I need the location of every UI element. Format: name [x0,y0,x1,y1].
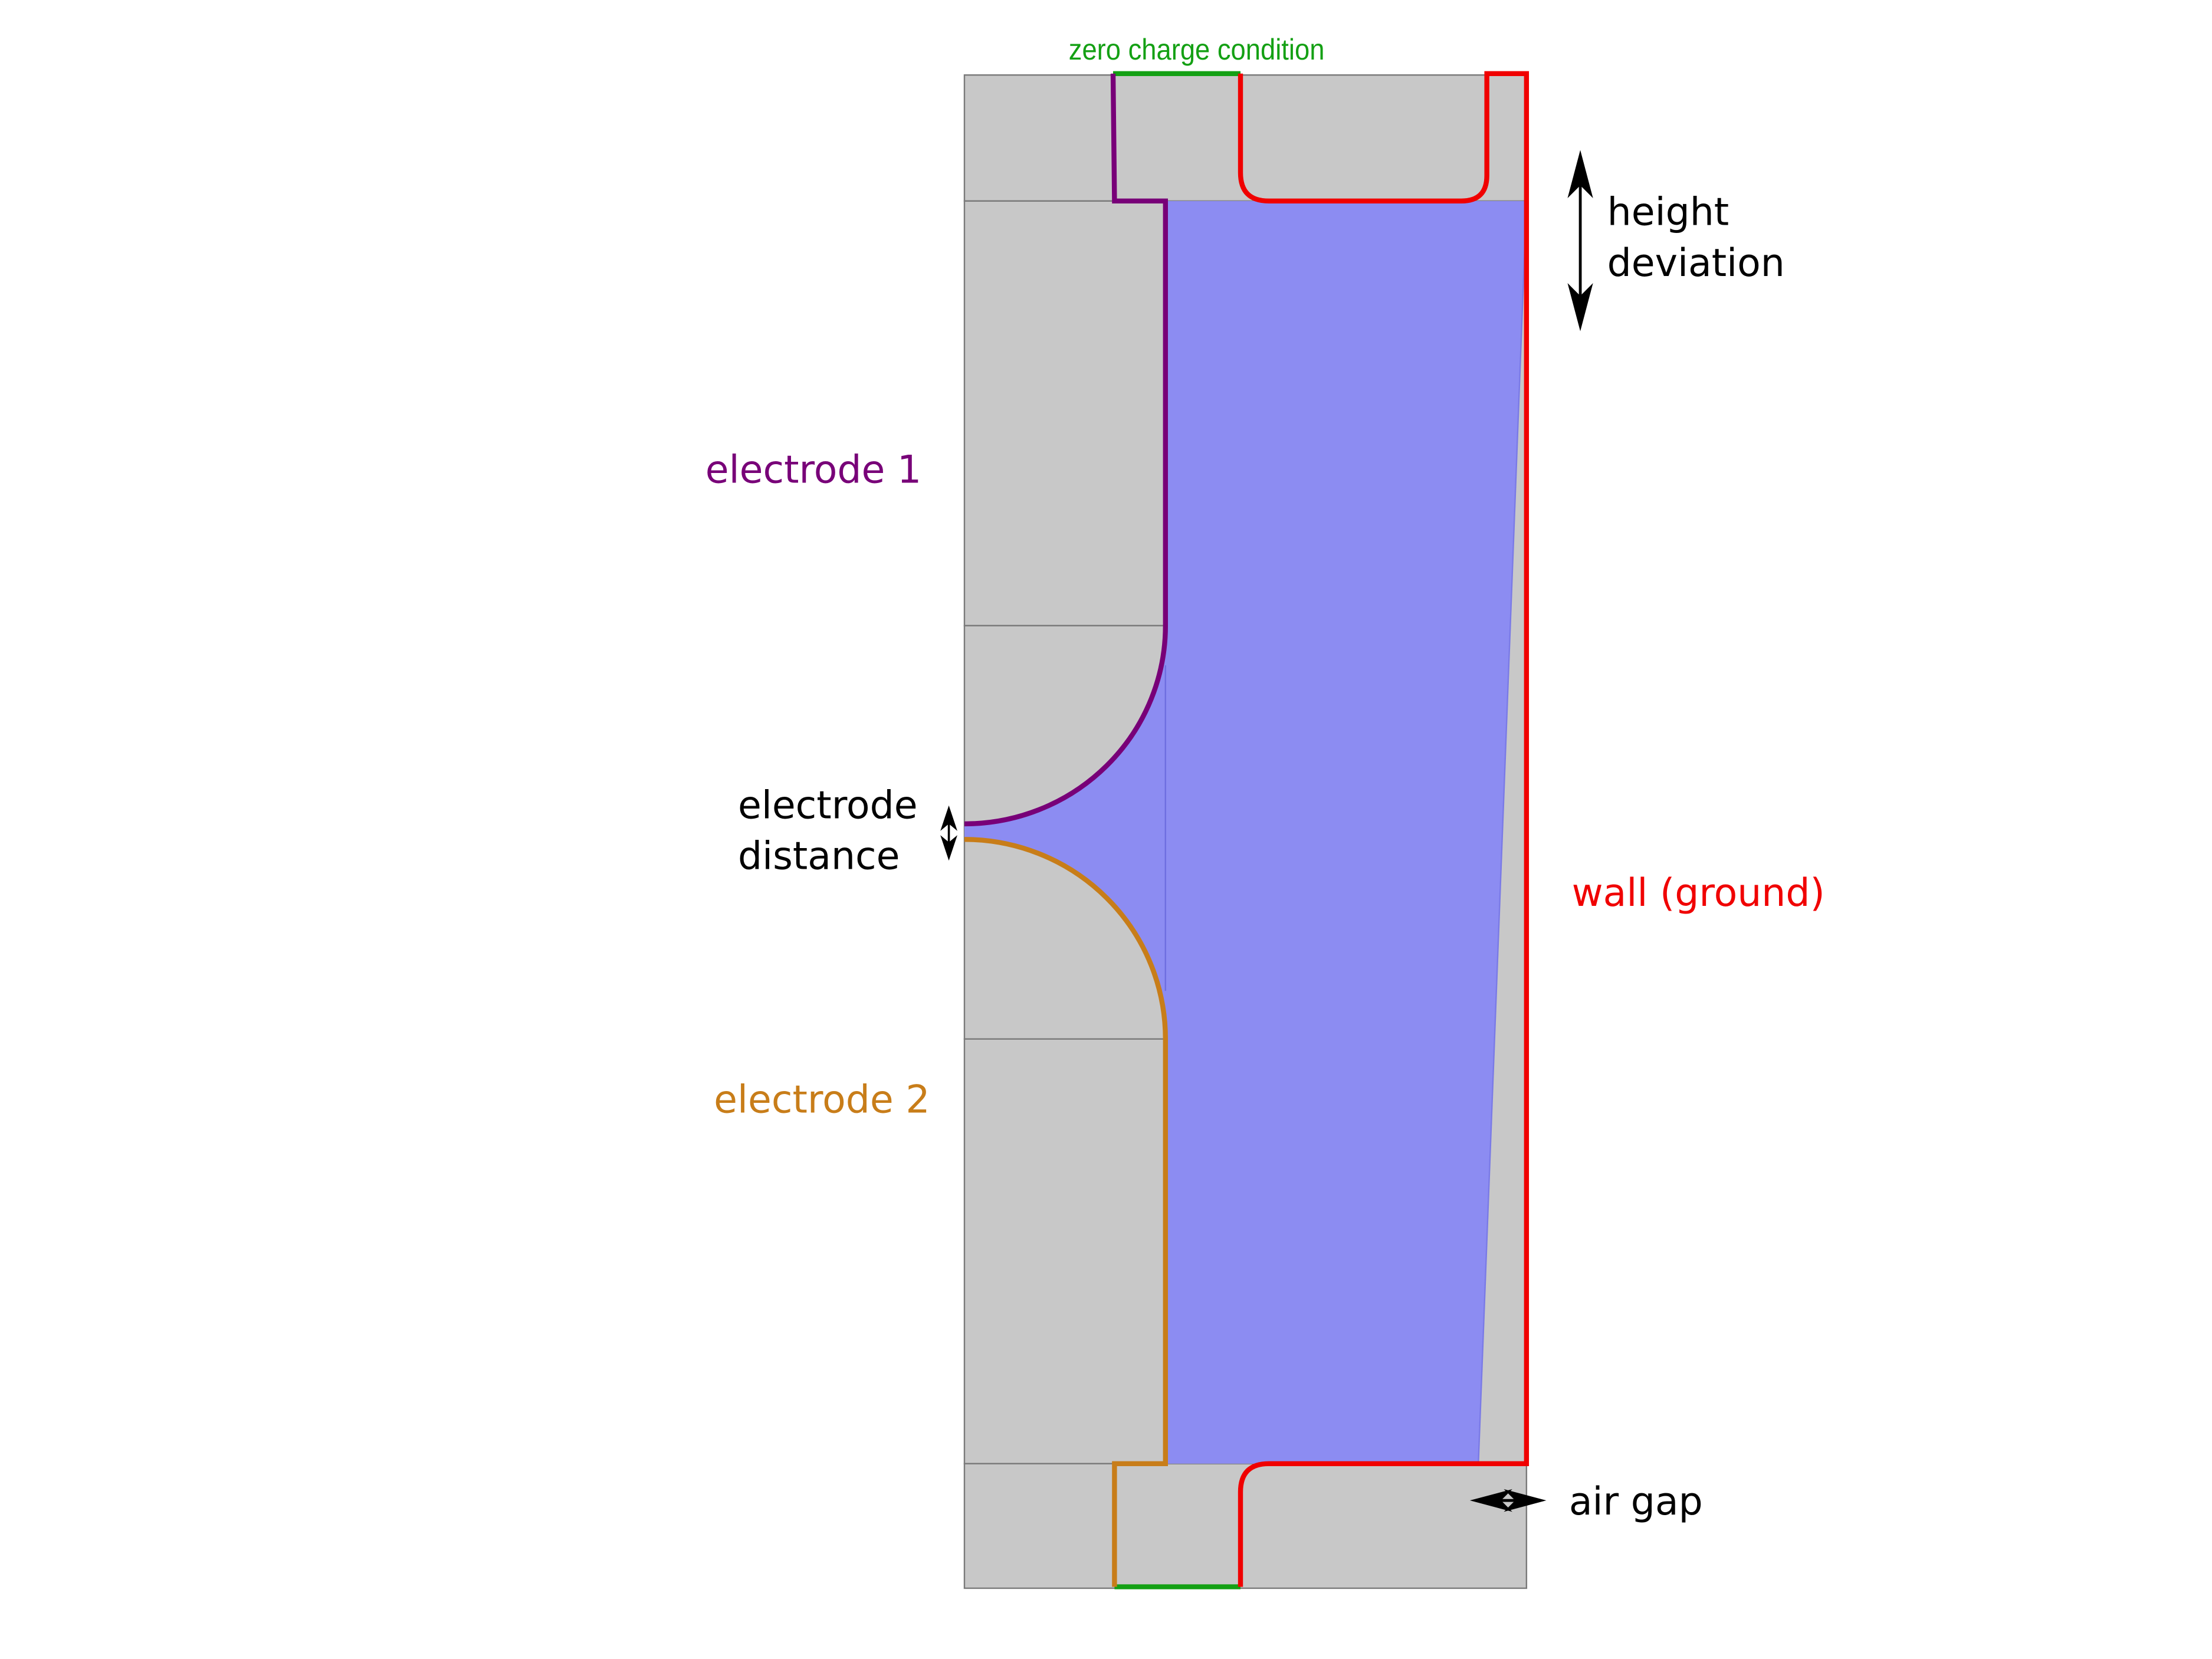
electrode2-boundary [964,837,1169,1587]
upper-left-block [963,200,1167,627]
electrode1-boundary [964,73,1169,827]
height-deviation-label-line1: height [1607,190,1729,235]
fluid-region [964,201,1527,1464]
fluid-wall-boundary [1478,201,1528,1464]
wall-boundary [1238,71,1530,1587]
top-cap-block [963,74,1528,202]
electrode-distance-arrow-icon [940,805,957,861]
lower-left-block [963,1038,1167,1464]
electrode2-label: electrode 2 [714,1078,930,1122]
electrode-distance-label-line2: distance [738,835,900,879]
electrode1-label: electrode 1 [705,448,921,492]
air-gap-arrow-icon [1469,1489,1547,1512]
wall-label: wall (ground) [1572,871,1825,915]
height-deviation-label-line2: deviation [1607,241,1785,285]
zero-charge-label: zero charge condition [1069,34,1325,67]
bottom-cap-block [963,1463,1528,1589]
air-gap-label: air gap [1569,1480,1703,1524]
electrode-distance-label-line1: electrode [738,783,918,827]
height-deviation-arrow-icon [1567,150,1593,331]
